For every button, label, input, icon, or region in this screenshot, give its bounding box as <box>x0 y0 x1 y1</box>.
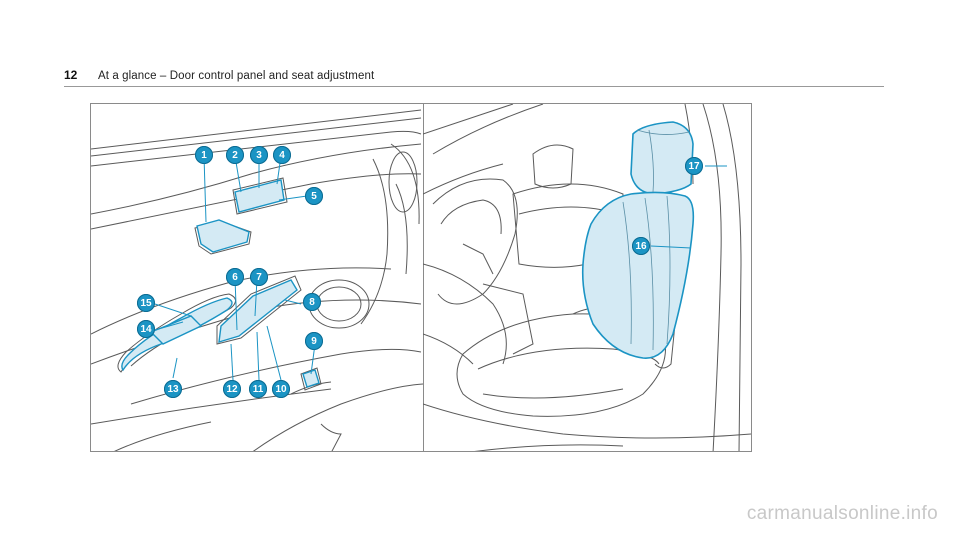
callout-17: 17 <box>685 157 703 175</box>
callout-1: 1 <box>195 146 213 164</box>
callout-12: 12 <box>223 380 241 398</box>
callout-5: 5 <box>305 187 323 205</box>
callout-9: 9 <box>305 332 323 350</box>
callout-4: 4 <box>273 146 291 164</box>
callout-10: 10 <box>272 380 290 398</box>
callout-3: 3 <box>250 146 268 164</box>
callout-14: 14 <box>137 320 155 338</box>
illustration-figure: 1 2 3 4 5 6 7 8 9 10 11 12 13 14 15 <box>90 103 752 452</box>
page-title: At a glance – Door control panel and sea… <box>98 70 375 82</box>
callout-8: 8 <box>303 293 321 311</box>
watermark: carmanualsonline.info <box>746 503 938 524</box>
callout-7: 7 <box>250 268 268 286</box>
callout-2: 2 <box>226 146 244 164</box>
page-header: 12 At a glance – Door control panel and … <box>64 66 884 87</box>
callout-6: 6 <box>226 268 244 286</box>
door-panel-illustration: 1 2 3 4 5 6 7 8 9 10 11 12 13 14 15 <box>91 104 424 451</box>
callout-16: 16 <box>632 237 650 255</box>
seat-illustration: 17 16 <box>423 104 751 451</box>
callout-13: 13 <box>164 380 182 398</box>
door-panel-drawing <box>91 109 423 451</box>
seat-drawing <box>423 104 751 451</box>
callout-11: 11 <box>249 380 267 398</box>
callout-15: 15 <box>137 294 155 312</box>
page-number: 12 <box>64 68 78 82</box>
